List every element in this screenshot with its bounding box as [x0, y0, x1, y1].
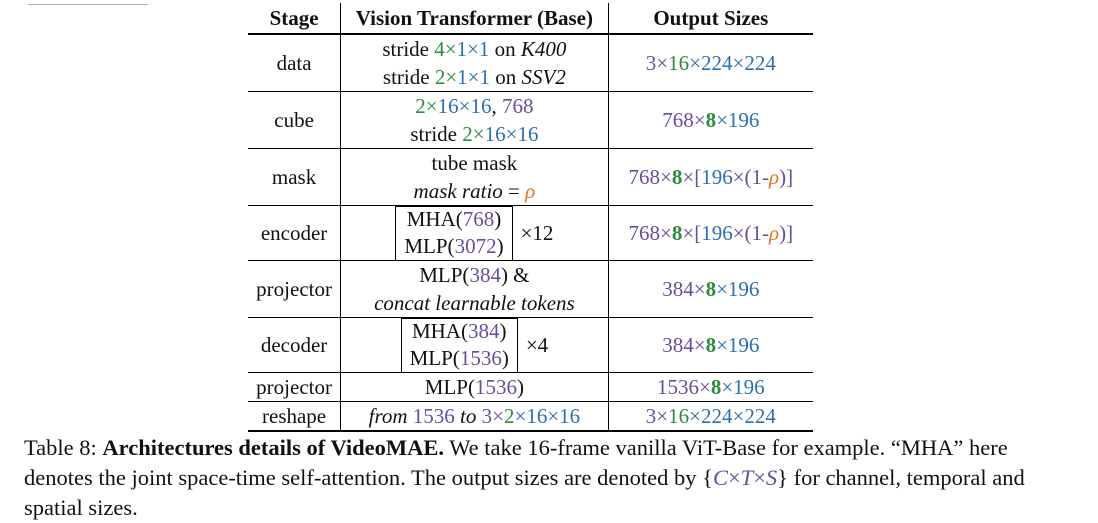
output-cell: 3×16×224×224 — [608, 401, 813, 432]
table-row-mask: mask tube mask mask ratio = ρ 768×8×[196… — [248, 148, 813, 206]
stage-cell: cube — [248, 91, 342, 149]
output-cell: 1536×8×196 — [608, 372, 813, 402]
vit-cell: MLP(1536) — [340, 372, 609, 402]
output-cell: 768×8×[196×(1-ρ)] — [608, 148, 813, 206]
vit-line: tube mask — [431, 151, 518, 175]
mlp-line: MLP(1536) — [409, 346, 509, 370]
table-caption: Table 8: Architectures details of VideoM… — [24, 433, 1074, 523]
output-cell: 3×16×224×224 — [645, 51, 776, 75]
vit-cell: MHA(768) MLP(3072) ×12 — [340, 205, 609, 261]
vit-line: mask ratio = ρ — [413, 179, 536, 203]
mha-line: MHA(768) — [406, 207, 502, 231]
vit-cell: from 1536 to 3×2×16×16 — [340, 401, 609, 432]
vit-line: stride 4×1×1 on K400 — [382, 37, 567, 61]
header-stage: Stage — [248, 3, 342, 35]
stage-cell: data — [248, 34, 342, 92]
table-row-data: data stride 4×1×1 on K400 stride 2×1×1 o… — [248, 34, 813, 92]
caption-math: {C×T×S} — [702, 465, 788, 490]
vit-cell: tube mask mask ratio = ρ — [340, 148, 609, 206]
mlp-line: MLP(3072) — [404, 234, 504, 258]
stage-cell: projector — [248, 260, 342, 318]
stage-cell: encoder — [248, 205, 342, 261]
stage-cell: mask — [248, 148, 342, 206]
output-cell: 384×8×196 — [608, 317, 813, 373]
encoder-block: MHA(768) MLP(3072) ×12 — [395, 205, 554, 261]
output-cell: 768×8×[196×(1-ρ)] — [608, 205, 813, 261]
stage-cell: projector — [248, 372, 342, 402]
table-row-projector: projector MLP(1536) 1536×8×196 — [248, 372, 813, 402]
repeat-count: ×4 — [525, 333, 549, 357]
block-bracket: MHA(384) MLP(1536) — [400, 317, 519, 373]
table-row-decoder: decoder MHA(384) MLP(1536) ×4 384×8×196 — [248, 317, 813, 373]
vit-cell: MHA(384) MLP(1536) ×4 — [340, 317, 609, 373]
mha-line: MHA(384) — [411, 319, 507, 343]
block-bracket: MHA(768) MLP(3072) — [395, 205, 513, 261]
table-header-row: Stage Vision Transformer (Base) Output S… — [248, 3, 813, 35]
caption-text: We take 16-frame vanilla ViT-Base for ex… — [24, 435, 1008, 490]
repeat-count: ×12 — [520, 221, 554, 245]
architecture-table: Stage Vision Transformer (Base) Output S… — [248, 3, 813, 432]
stage-cell: decoder — [248, 317, 342, 373]
vit-line: stride 2×16×16 — [410, 122, 539, 146]
vit-cell: stride 4×1×1 on K400 stride 2×1×1 on SSV… — [340, 34, 609, 92]
output-cell: 768×8×196 — [608, 91, 813, 149]
stage-cell: reshape — [248, 401, 342, 432]
table-row-encoder: encoder MHA(768) MLP(3072) ×12 768×8×[19… — [248, 205, 813, 261]
vit-line: 2×16×16, 768 — [415, 94, 534, 118]
caption-title: Architectures details of VideoMAE. — [102, 435, 445, 460]
table-row-cube: cube 2×16×16, 768 stride 2×16×16 768×8×1… — [248, 91, 813, 149]
decoder-block: MHA(384) MLP(1536) ×4 — [400, 317, 549, 373]
vit-line: MLP(384) & — [419, 263, 530, 287]
vit-cell: MLP(384) & concat learnable tokens — [340, 260, 609, 318]
table-row-projector: projector MLP(384) & concat learnable to… — [248, 260, 813, 318]
caption-label: Table 8: — [24, 435, 97, 460]
previous-text-fragment — [28, 0, 148, 5]
header-output: Output Sizes — [608, 3, 813, 35]
table-row-reshape: reshape from 1536 to 3×2×16×16 3×16×224×… — [248, 401, 813, 432]
header-vit: Vision Transformer (Base) — [340, 3, 609, 35]
caption-text-end: for channel, temporal and spatial sizes. — [24, 465, 1025, 520]
vit-line: concat learnable tokens — [374, 291, 575, 315]
vit-cell: 2×16×16, 768 stride 2×16×16 — [340, 91, 609, 149]
output-cell: 384×8×196 — [608, 260, 813, 318]
vit-line: stride 2×1×1 on SSV2 — [382, 65, 566, 89]
